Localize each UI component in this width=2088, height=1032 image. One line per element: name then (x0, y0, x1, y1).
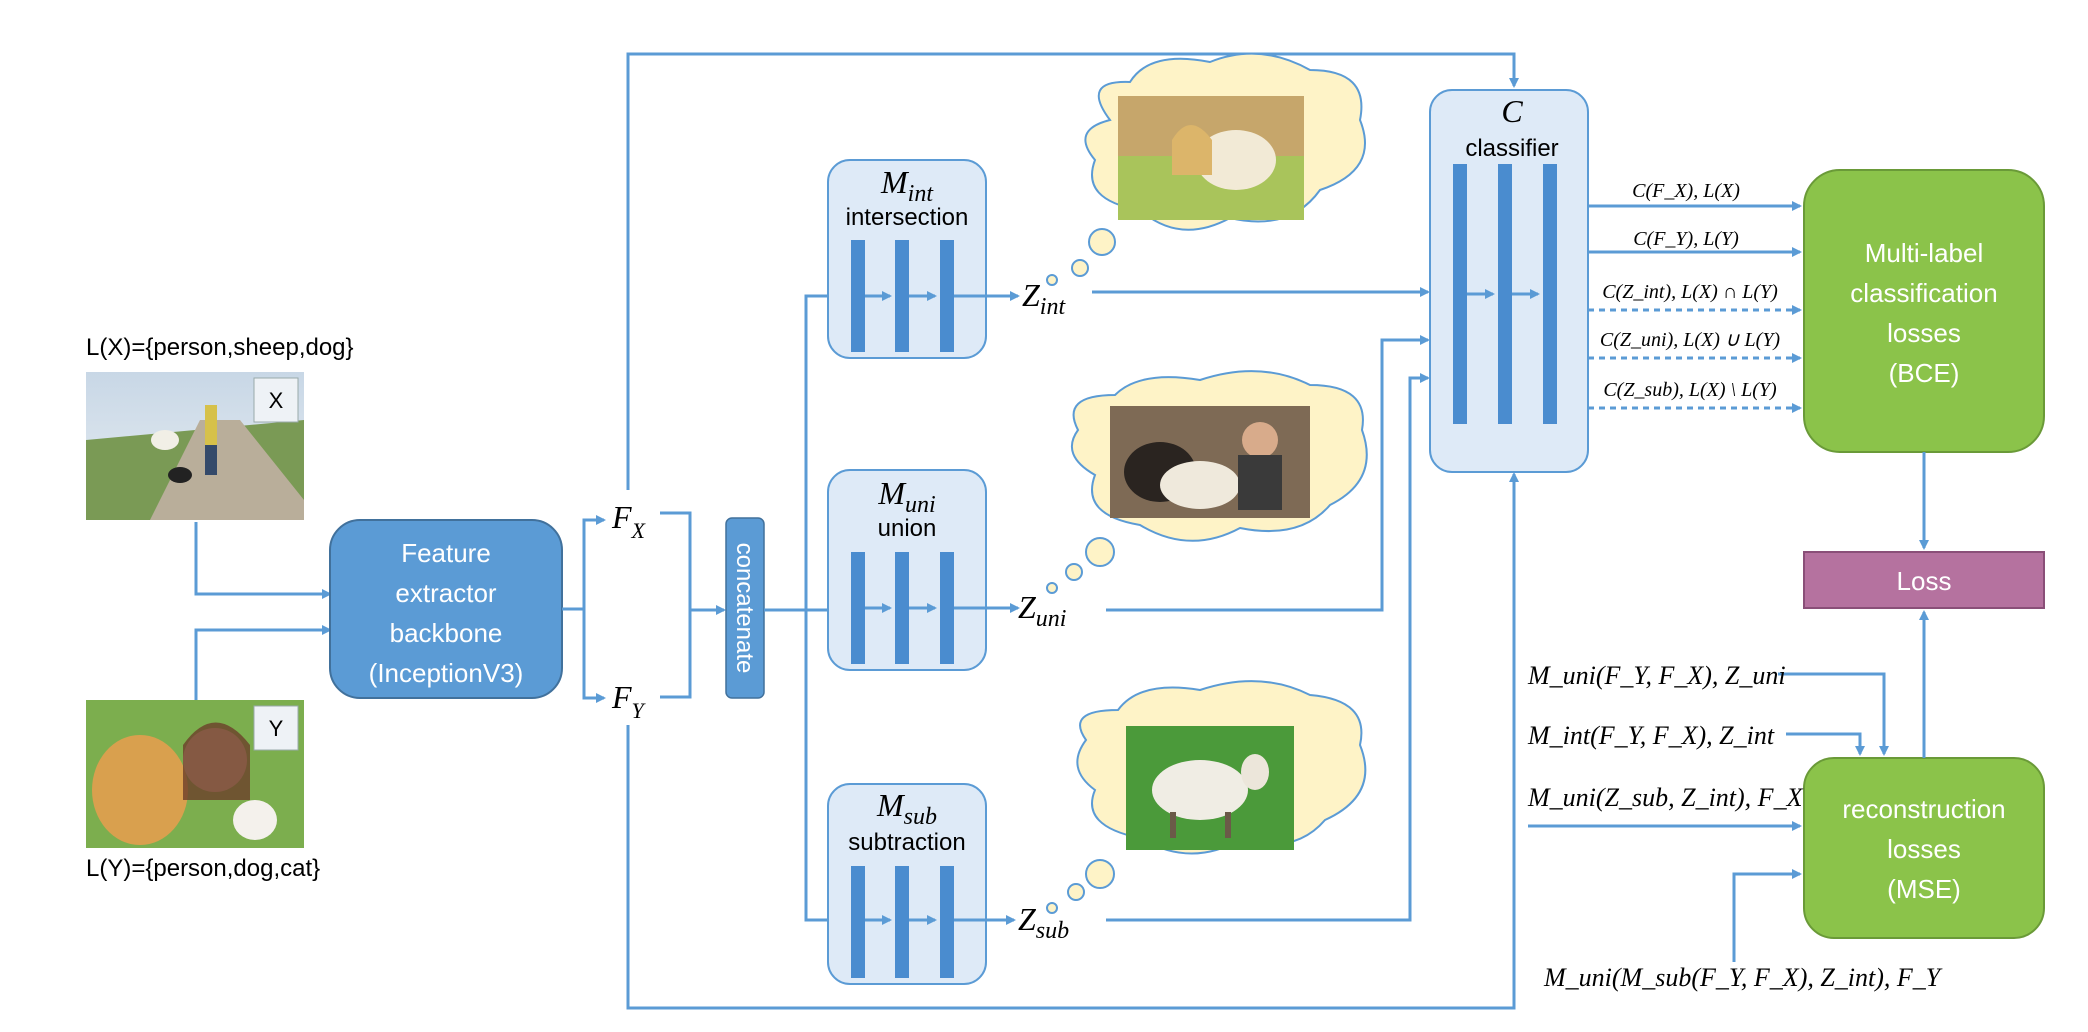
loss-box: Loss (1803, 551, 2045, 609)
module-int: Mint intersection (827, 159, 987, 359)
bce-line-3: losses (1887, 318, 1961, 348)
module-int-label: intersection (846, 204, 969, 231)
thought-cloud-int (1046, 52, 1366, 286)
thought-cloud-uni (1046, 370, 1368, 594)
badge-x: X (269, 388, 284, 413)
thought-image-int (1118, 96, 1304, 220)
label-set-x: L(X)={person,sheep,dog} (86, 334, 354, 361)
backbone-line-4: (InceptionV3) (369, 658, 524, 688)
feature-fy: FY (611, 679, 647, 723)
module-uni: Muni union (827, 469, 987, 671)
arrow-x-to-backbone (194, 522, 332, 599)
module-int-symbol: Mint (880, 164, 934, 207)
z-int: Zint (1022, 277, 1066, 320)
arrow-z-uni-to-classifier (1106, 335, 1430, 612)
classifier-label: classifier (1465, 135, 1558, 162)
recon-input-4: M_uni(M_sub(F_Y, F_X), Z_int), F_Y (1543, 963, 1943, 992)
thought-image-uni (1110, 406, 1310, 518)
recon-input-1: M_uni(F_Y, F_X), Z_uni (1527, 661, 1786, 690)
z-uni: Zuni (1018, 589, 1066, 632)
bce-loss-box: Multi-label classification losses (BCE) (1803, 169, 2045, 453)
module-sub: Msub subtraction (827, 783, 987, 985)
z-sub: Zsub (1018, 901, 1069, 944)
module-sub-symbol: Msub (876, 787, 937, 830)
bce-line-4: (BCE) (1889, 358, 1960, 388)
backbone-line-2: extractor (395, 578, 496, 608)
classifier-block: C classifier (1429, 89, 1589, 473)
input-y: Y L(Y)={person,dog,cat} (86, 700, 320, 882)
classifier-symbol: C (1501, 93, 1523, 129)
module-uni-label: union (878, 515, 937, 542)
concatenate-block: concatenate (725, 517, 765, 699)
backbone-line-1: Feature (401, 538, 491, 568)
label-set-y: L(Y)={person,dog,cat} (86, 855, 320, 882)
arrow-z-sub-to-classifier (1106, 373, 1430, 922)
recon-input-3: M_uni(Z_sub, Z_int), F_X (1527, 783, 1804, 812)
thought-cloud-sub (1046, 680, 1367, 914)
output-label-fx: C(F_X), L(X) (1632, 180, 1740, 202)
arrow-fy-to-classifier (626, 472, 1519, 1010)
arrow-to-fx (582, 515, 606, 609)
arrow-recon-2 (1786, 732, 1865, 756)
backbone-line-3: backbone (390, 618, 503, 648)
output-label-zint: C(Z_int), L(X) ∩ L(Y) (1602, 281, 1778, 303)
arrow-to-fy (582, 609, 606, 703)
image-x: X (86, 372, 304, 520)
arrow-fx-to-concat (660, 511, 692, 610)
bce-line-1: Multi-label (1865, 238, 1984, 268)
image-y: Y (86, 700, 304, 848)
input-x: L(X)={person,sheep,dog} X (86, 334, 354, 520)
mse-line-2: losses (1887, 834, 1961, 864)
bce-line-2: classification (1850, 278, 1997, 308)
feature-fx: FX (611, 499, 647, 543)
output-label-zuni: C(Z_uni), L(X) ∪ L(Y) (1600, 329, 1781, 351)
recon-input-2: M_int(F_Y, F_X), Z_int (1527, 721, 1775, 750)
mse-line-1: reconstruction (1842, 794, 2005, 824)
module-sub-label: subtraction (848, 829, 965, 856)
badge-y: Y (269, 716, 284, 741)
loss-label: Loss (1897, 566, 1952, 596)
output-label-fy: C(F_Y), L(Y) (1633, 228, 1739, 250)
arrow-fy-to-concat (660, 610, 692, 699)
output-label-zsub: C(Z_sub), L(X) \ L(Y) (1603, 379, 1777, 401)
mse-line-3: (MSE) (1887, 874, 1961, 904)
arrow-fx-to-classifier (626, 52, 1519, 490)
feature-extractor-backbone: Feature extractor backbone (InceptionV3) (329, 519, 563, 699)
arrow-y-to-backbone (194, 625, 332, 700)
mse-loss-box: reconstruction losses (MSE) (1803, 757, 2045, 939)
module-uni-symbol: Muni (877, 475, 935, 518)
thought-image-sub (1126, 726, 1294, 850)
arrow-recon-1 (1778, 672, 1889, 756)
concatenate-label: concatenate (731, 543, 758, 674)
arrow-recon-4 (1732, 869, 1802, 962)
